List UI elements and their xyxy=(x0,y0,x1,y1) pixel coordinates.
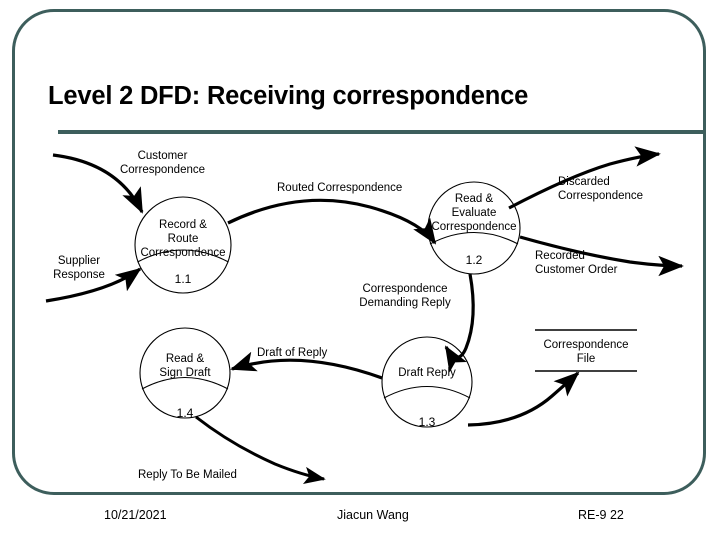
footer-author: Jiacun Wang xyxy=(337,508,409,522)
flow-recorded-customer-order xyxy=(519,235,684,277)
flow-label-correspondence-demanding-reply: Correspondence Demanding Reply xyxy=(359,283,451,309)
footer-page-number: RE-9 22 xyxy=(578,508,624,522)
flow-label-customer-correspondence: Customer Correspondence xyxy=(119,150,206,176)
data-store-correspondence-file[interactable] xyxy=(535,329,637,372)
process-1-2-label: Read & Evaluate Correspondence xyxy=(431,193,517,233)
process-bubble-1-4[interactable] xyxy=(139,327,231,419)
flow-routed-correspondence xyxy=(227,198,437,245)
flow-label-supplier-response: Supplier Response xyxy=(53,255,105,281)
title-underline-rule xyxy=(58,130,705,134)
flow-label-routed-correspondence: Routed Correspondence xyxy=(277,182,403,194)
flow-supplier-response xyxy=(45,267,142,303)
flow-to-correspondence-file xyxy=(467,371,580,427)
flow-draft-of-reply xyxy=(230,351,383,380)
process-1-3-label: Draft Reply xyxy=(398,367,456,379)
process-bubble-1-2[interactable] xyxy=(427,181,521,275)
footer-date: 10/21/2021 xyxy=(104,508,167,522)
page-title: Level 2 DFD: Receiving correspondence xyxy=(48,82,529,110)
flow-customer-correspondence xyxy=(52,153,144,214)
process-1-4-number: 1.4 xyxy=(176,406,194,420)
process-1-1-label: Record & Route Correspondence xyxy=(140,219,226,259)
process-bubble-1-3[interactable] xyxy=(381,336,473,428)
process-1-3-number: 1.3 xyxy=(418,415,436,429)
flow-reply-to-be-mailed xyxy=(195,415,326,485)
data-store-label: Correspondence File xyxy=(543,339,629,365)
process-1-4-label: Read & Sign Draft xyxy=(159,353,211,379)
process-1-1-number: 1.1 xyxy=(174,272,192,286)
flow-correspondence-demanding-reply xyxy=(444,273,475,373)
flow-label-discarded-correspondence: Discarded Correspondence xyxy=(558,176,644,202)
process-1-2-number: 1.2 xyxy=(465,253,483,267)
flow-discarded-correspondence xyxy=(508,146,661,210)
flow-label-reply-to-be-mailed: Reply To Be Mailed xyxy=(138,469,237,481)
flow-label-draft-of-reply: Draft of Reply xyxy=(257,347,328,359)
process-bubble-1-1[interactable] xyxy=(134,196,232,294)
flow-label-recorded-customer-order: Recorded Customer Order xyxy=(535,250,618,276)
